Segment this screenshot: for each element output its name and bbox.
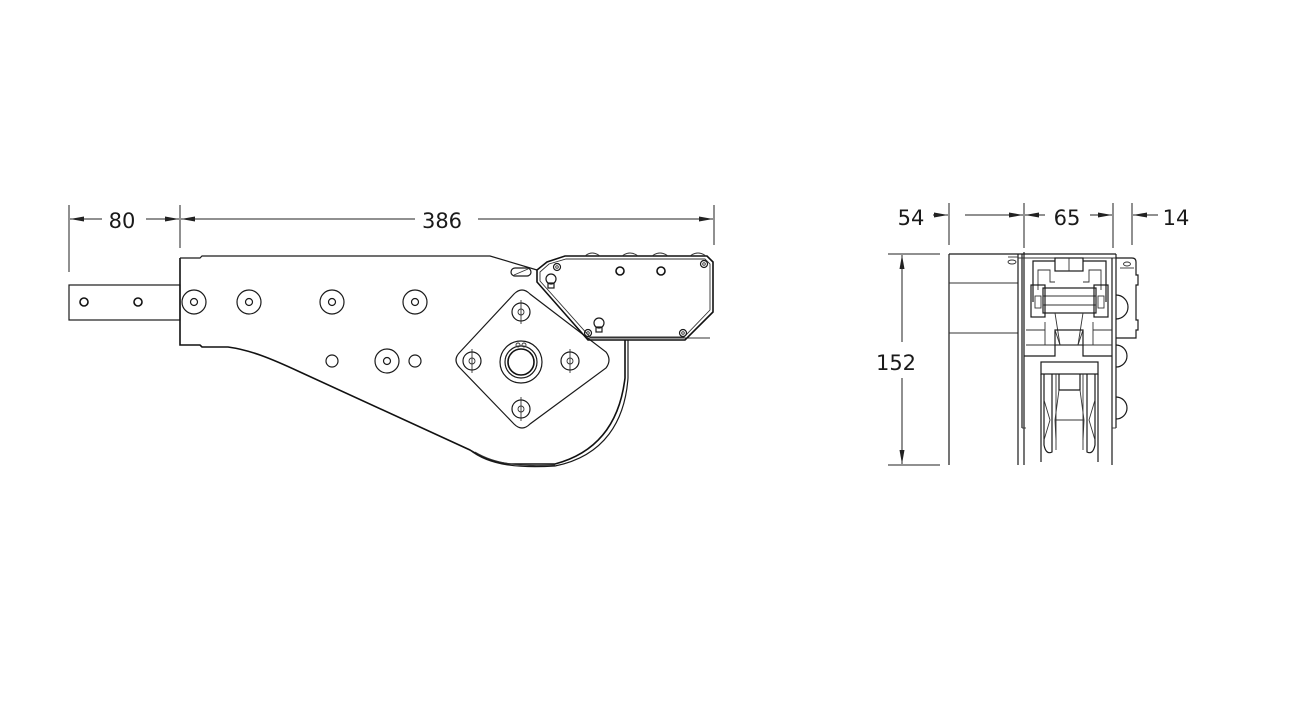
mounting-hole [402, 289, 428, 315]
dimension-body-length: 386 [181, 205, 715, 245]
lower-hole-row [325, 348, 422, 374]
slot [510, 267, 532, 277]
dimension-label-152: 152 [876, 351, 916, 375]
upper-hole-row [181, 289, 428, 315]
dimension-cap-width: 14 [1131, 203, 1190, 245]
dimension-label-14: 14 [1163, 206, 1190, 230]
dimension-label-386: 386 [422, 209, 462, 233]
lower-fork [1024, 345, 1112, 462]
dimension-body-width: 65 [1023, 203, 1114, 248]
mounting-hole [181, 289, 207, 315]
dimension-label-80: 80 [109, 209, 136, 233]
flange-bolt [511, 397, 531, 421]
dimension-arm-length: 80 [68, 205, 181, 272]
dimension-height: 152 [876, 253, 940, 466]
housing [1007, 252, 1117, 465]
diamond-flange [455, 289, 610, 429]
screw [552, 262, 562, 272]
flange-bolt [511, 300, 531, 324]
knob [593, 317, 605, 333]
upper-mechanism [1026, 257, 1112, 346]
mounting-hole [319, 289, 345, 315]
screw [583, 328, 593, 338]
end-view: 54 65 14 152 [876, 203, 1190, 466]
flange-bolt [560, 349, 580, 373]
bracket-body [179, 255, 710, 468]
side-plate [948, 253, 1019, 465]
mounting-hole [374, 348, 400, 374]
dimension-label-54: 54 [898, 206, 925, 230]
cover-plate [536, 252, 714, 341]
front-view: 80 386 [68, 205, 715, 468]
dimension-label-65: 65 [1054, 206, 1081, 230]
knob [545, 273, 557, 289]
mounting-arm [68, 284, 181, 321]
central-hub [499, 340, 543, 384]
screw [699, 259, 709, 269]
dimension-plate-width: 54 [898, 203, 1023, 245]
side-cap [1115, 257, 1139, 420]
screw [678, 328, 688, 338]
mounting-hole [236, 289, 262, 315]
flange-bolt [462, 349, 482, 373]
